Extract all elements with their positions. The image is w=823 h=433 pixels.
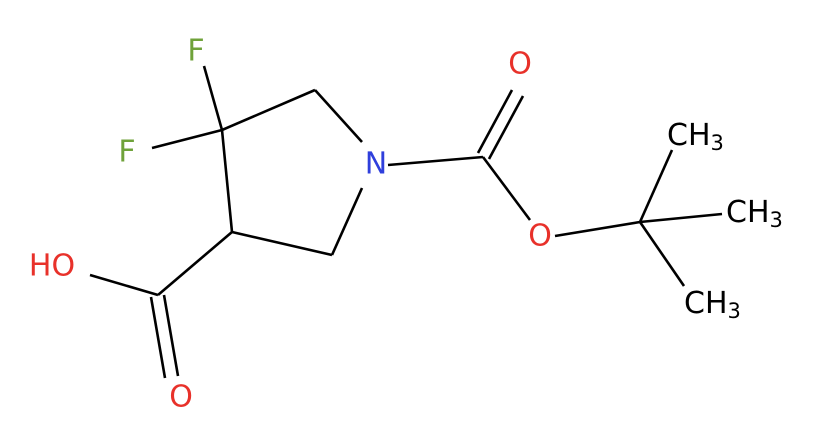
bond-c4-f-top (202, 65, 224, 131)
methyl-group-2: CH3 (726, 195, 783, 233)
bond-c5-n (314, 89, 363, 143)
fluorine-atom-top: F (187, 34, 204, 69)
hydroxyl-group: HO (29, 249, 75, 284)
bond-c2-c3 (231, 230, 333, 257)
bond-carbonyl-o-double-b (487, 95, 525, 160)
bond-cq-methyl-2 (639, 212, 723, 224)
bond-cq-methyl-1 (638, 149, 674, 223)
carbonyl-oxygen-top: O (508, 47, 532, 82)
carbonyl-oxygen-bottom: O (169, 380, 193, 415)
nitrogen-atom: N (365, 147, 387, 182)
bond-carbonyl-o-ester (481, 156, 532, 221)
bond-carbonyl-o-double-a (476, 89, 514, 154)
bond-cq-methyl-3 (638, 221, 686, 287)
methyl-group-3: CH3 (684, 286, 741, 324)
bond-c3-cooh (157, 231, 233, 296)
bond-cooh-o-double-a (149, 296, 167, 379)
bond-c4-f-left (151, 128, 223, 150)
bond-cooh-oh (89, 273, 159, 297)
fluorine-atom-left: F (118, 135, 135, 170)
bond-n-carbonyl (387, 155, 484, 167)
methyl-group-1: CH3 (667, 118, 724, 156)
bond-o-ester-cq (554, 220, 641, 238)
bond-c4-c5 (221, 88, 316, 132)
bond-c3-c4 (220, 129, 234, 233)
bond-cooh-o-double-b (162, 294, 180, 377)
ester-oxygen: O (528, 219, 552, 254)
bond-n-c2 (330, 187, 364, 256)
